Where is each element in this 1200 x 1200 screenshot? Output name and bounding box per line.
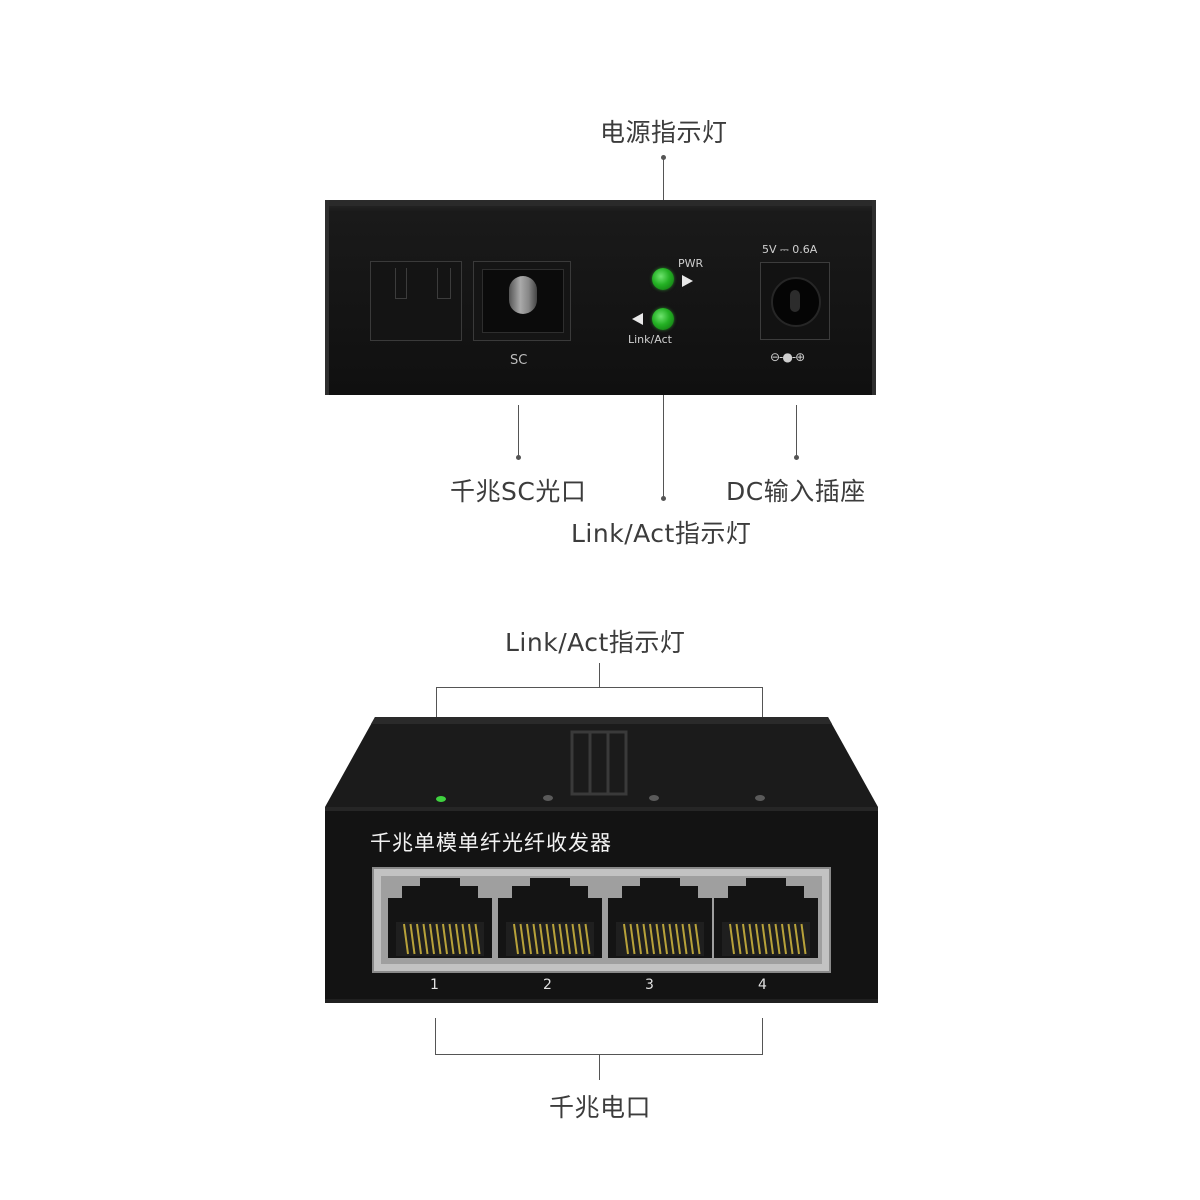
port-contact xyxy=(761,923,768,955)
link-act-callout: Link/Act指示灯 xyxy=(571,519,752,548)
port-contact xyxy=(787,923,794,955)
dc-input-jack[interactable] xyxy=(771,277,821,327)
port-contact xyxy=(429,923,435,955)
port-contact xyxy=(755,923,761,955)
leader-dot xyxy=(794,455,799,460)
dc-polarity-symbol: ⊖-●-⊕ xyxy=(770,350,805,364)
bracket-right-bottom xyxy=(762,1018,763,1054)
port-contact xyxy=(513,923,519,955)
port-contact xyxy=(532,923,539,955)
fiber-ferrule xyxy=(509,276,537,314)
port-contact xyxy=(422,923,429,955)
port-contact xyxy=(642,923,649,955)
port-contact xyxy=(571,923,578,955)
dc-jack-housing xyxy=(760,262,830,340)
port-contact xyxy=(435,923,442,955)
port-contact xyxy=(558,923,565,955)
port-contact xyxy=(688,923,694,955)
leader-dot xyxy=(516,455,521,460)
port-contact xyxy=(774,923,781,955)
port-number-1: 1 xyxy=(430,977,439,993)
port-contact xyxy=(545,923,552,955)
port-contact xyxy=(403,923,409,955)
port-contact xyxy=(629,923,636,955)
arrow-left-icon xyxy=(632,313,643,325)
port-number-3: 3 xyxy=(645,977,654,993)
cover-notch xyxy=(437,268,451,299)
transceiver-device: 千兆单模单纤光纤收发器 1 2 3 4 xyxy=(320,710,885,1010)
port-contact xyxy=(539,923,545,955)
arrow-right-icon xyxy=(682,275,693,287)
sc-fiber-port[interactable] xyxy=(473,261,571,341)
port-number-2: 2 xyxy=(543,977,552,993)
link-act-led xyxy=(652,308,674,330)
port-contact xyxy=(748,923,755,955)
dc-center-pin xyxy=(790,290,800,312)
port-contact xyxy=(781,923,787,955)
pwr-label: PWR xyxy=(678,257,704,270)
port-contact xyxy=(675,923,681,955)
bracket-left-bottom xyxy=(435,1018,436,1054)
leader-dot xyxy=(661,496,666,501)
power-led xyxy=(652,268,674,290)
port-contact xyxy=(623,923,629,955)
device-body-graphic xyxy=(325,717,878,1003)
port-contact xyxy=(794,923,800,955)
link-act-top-callout: Link/Act指示灯 xyxy=(505,628,686,657)
port-contact xyxy=(442,923,448,955)
sc-dust-cover xyxy=(370,261,462,341)
port-number-4: 4 xyxy=(758,977,767,993)
dc-input-callout: DC输入插座 xyxy=(726,477,866,506)
front-panel: SC PWR Link/Act 5V ⎓ 0.6A ⊖-●-⊕ xyxy=(325,200,876,395)
port-contact xyxy=(461,923,468,955)
port-contact xyxy=(735,923,742,955)
port-contact xyxy=(768,923,774,955)
port-contact xyxy=(474,923,481,955)
link-act-label: Link/Act xyxy=(628,333,672,346)
power-led-callout: 电源指示灯 xyxy=(600,118,728,147)
panel-top-rim xyxy=(325,200,876,206)
sc-leader-line xyxy=(518,405,519,457)
gigabit-ports-callout: 千兆电口 xyxy=(549,1093,652,1122)
port-contact xyxy=(729,923,735,955)
port-contact xyxy=(519,923,526,955)
cover-notch xyxy=(395,268,407,299)
port-contact xyxy=(416,923,422,955)
panel-right-rim xyxy=(872,200,876,395)
port-contact xyxy=(455,923,461,955)
port-contact xyxy=(409,923,416,955)
port-contact xyxy=(742,923,748,955)
sc-port-callout: 千兆SC光口 xyxy=(450,477,587,506)
panel-left-rim xyxy=(325,200,329,395)
port-contact xyxy=(584,923,591,955)
port-contact xyxy=(578,923,584,955)
bracket-stem xyxy=(599,663,600,687)
port-contact xyxy=(552,923,558,955)
bracket-top xyxy=(436,687,763,688)
sc-port-cavity xyxy=(482,269,564,333)
port-contact xyxy=(526,923,532,955)
model-label: 千兆单模单纤光纤收发器 xyxy=(370,831,612,855)
port-contact xyxy=(565,923,571,955)
port-contact xyxy=(468,923,474,955)
dc-spec-label: 5V ⎓ 0.6A xyxy=(762,243,818,256)
dc-leader-line xyxy=(796,405,797,457)
port-contact xyxy=(649,923,655,955)
port-contact xyxy=(655,923,662,955)
port-contact xyxy=(681,923,688,955)
sc-port-label: SC xyxy=(510,353,528,368)
port-contact xyxy=(668,923,675,955)
bracket-stem-bottom xyxy=(599,1054,600,1080)
port-contact xyxy=(636,923,642,955)
leader-dot xyxy=(661,155,666,160)
port-contact xyxy=(694,923,701,955)
port-contact xyxy=(662,923,668,955)
port-contact xyxy=(800,923,807,955)
port-contact xyxy=(448,923,455,955)
